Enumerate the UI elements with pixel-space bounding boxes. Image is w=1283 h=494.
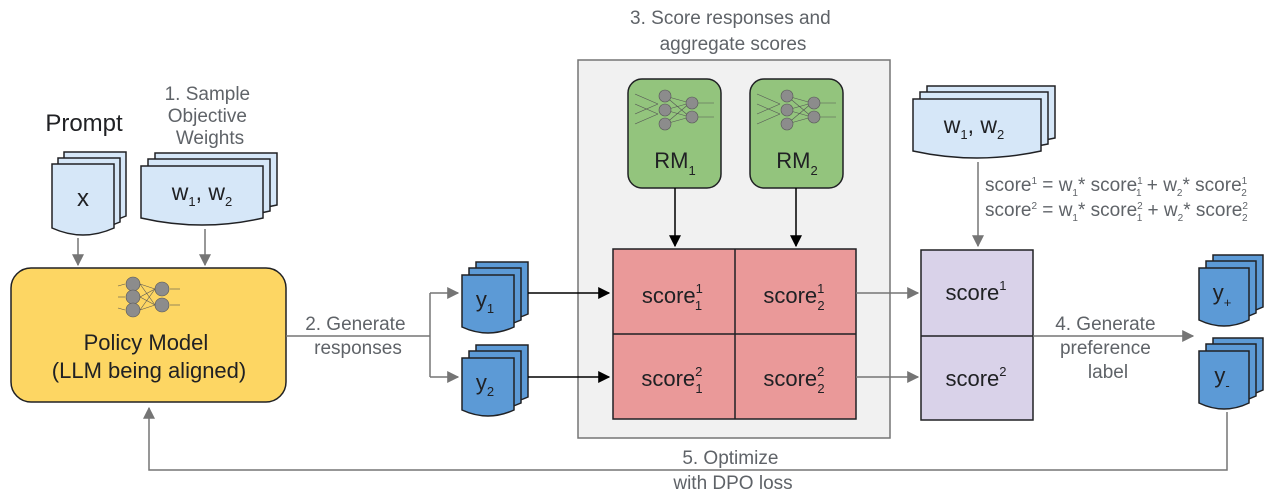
reward-model-1: RM1: [627, 78, 722, 189]
prompt-title: Prompt: [45, 110, 123, 137]
svg-text:RM1: RM1: [654, 148, 695, 178]
response-y1: y1: [461, 261, 529, 334]
svg-text:Policy Model (LLM being: Policy Model (LLM being aligned): [52, 330, 246, 383]
aggregated-scores: score1 score2: [920, 249, 1034, 421]
svg-text:RM2: RM2: [776, 148, 817, 178]
rm1-network-icon: [634, 89, 714, 131]
step1-label: 1. Sample Objective Weights: [165, 84, 256, 149]
svg-text:y+: y+: [1213, 280, 1232, 310]
svg-text:y-: y-: [1214, 363, 1229, 393]
svg-text:w1, w2: w1, w2: [943, 112, 1005, 142]
svg-text:y2: y2: [476, 370, 494, 399]
aggregated-score-1: score1: [945, 278, 1006, 305]
arrow-feedback-loop: [143, 406, 1228, 471]
aggregated-score-2: score2: [945, 364, 1006, 391]
step4-label: 4. Generate preference label: [1055, 314, 1161, 383]
weights-document-right: w1, w2: [912, 85, 1056, 159]
svg-text:w1, w2: w1, w2: [171, 179, 233, 209]
step3-label: 3. Score responses and aggregate scores: [630, 8, 836, 55]
policy-network-icon: [117, 276, 180, 318]
reward-model-2: RM2: [749, 78, 844, 189]
weights-document-left: w1, w2: [140, 152, 278, 226]
svg-text:y1: y1: [476, 287, 494, 316]
policy-model: Policy Model (LLM being aligned): [10, 267, 287, 403]
step2-label: 2. Generate responses: [305, 314, 411, 359]
response-y2: y2: [461, 344, 529, 417]
step5-label: 5. Optimize with DPO loss: [672, 448, 792, 494]
preferred-response: y+: [1198, 254, 1264, 327]
rm2-network-icon: [756, 89, 836, 131]
prompt-document: x: [51, 151, 127, 236]
rejected-response: y-: [1198, 337, 1264, 410]
branch-arrows: [286, 287, 460, 383]
svg-text:x: x: [77, 185, 89, 212]
